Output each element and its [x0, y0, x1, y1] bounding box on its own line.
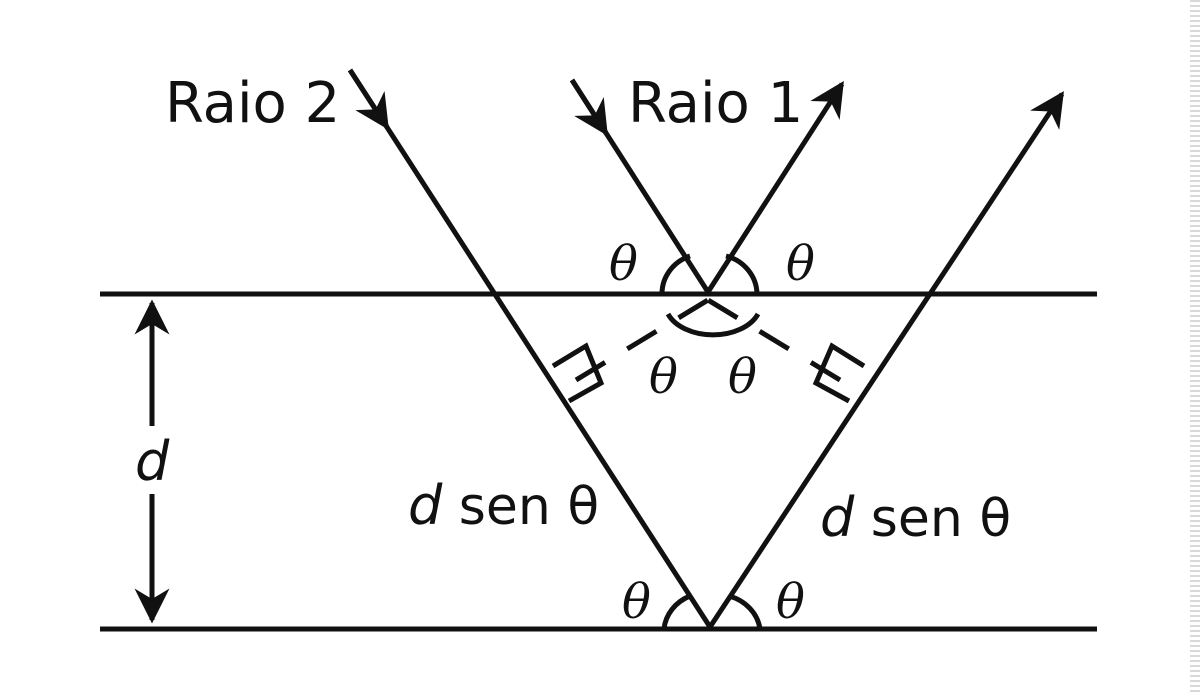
angle-arc-top-right — [725, 253, 760, 295]
angle-arc-top-left — [659, 253, 691, 295]
theta-top-right: θ — [786, 236, 815, 292]
ray2-incident-arrow — [347, 68, 390, 130]
theta-inner-left: θ — [649, 349, 678, 405]
path-difference-left: d sen θ — [408, 474, 599, 537]
path-difference-right: d sen θ — [820, 486, 1011, 549]
theta-bottom-left: θ — [622, 574, 651, 630]
right-angle-marker-right — [812, 342, 866, 404]
angle-arc-bottom-left — [661, 593, 692, 630]
right-angle-marker-left — [551, 342, 605, 404]
ray2-incident — [347, 68, 713, 629]
ray2-label: Raio 2 — [165, 71, 340, 136]
theta-inner-right: θ — [728, 349, 757, 405]
ray1-label: Raio 1 — [628, 71, 803, 136]
wavefront-left-dashed — [574, 297, 710, 383]
ray2-reflected — [707, 91, 1065, 629]
theta-top-left: θ — [609, 236, 638, 292]
angle-arc-bottom-right — [728, 593, 763, 630]
theta-bottom-right: θ — [776, 574, 805, 630]
ray1-incident-arrow — [569, 78, 609, 136]
angle-arc-top-below — [665, 312, 761, 338]
spacing-label: d — [135, 430, 170, 493]
wavefront-right-dashed — [706, 297, 842, 383]
page-edge-strip — [1190, 0, 1200, 695]
